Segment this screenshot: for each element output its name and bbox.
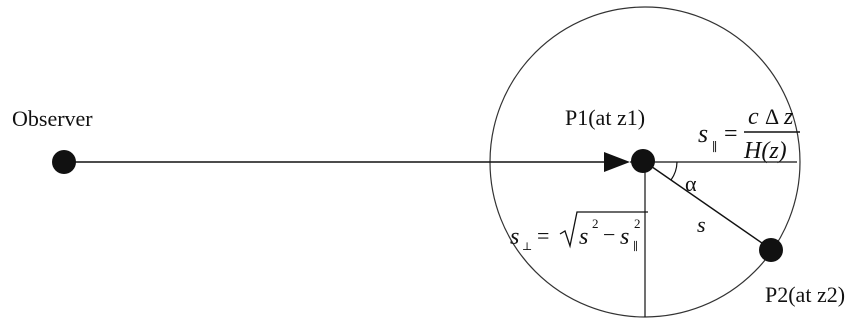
svg-text:2: 2 xyxy=(634,216,641,231)
svg-text:2: 2 xyxy=(592,216,599,231)
s-label: s xyxy=(697,212,706,237)
alpha-angle-arc xyxy=(670,161,678,181)
svg-text:c: c xyxy=(748,104,759,130)
svg-text:∥: ∥ xyxy=(712,140,718,154)
p1-node xyxy=(631,149,655,173)
svg-text:⊥: ⊥ xyxy=(522,241,532,253)
svg-text:s: s xyxy=(620,224,629,250)
svg-text:=: = xyxy=(724,121,738,147)
s-parallel-equation: s ∥ = c Δ z H(z) xyxy=(698,104,800,164)
alpha-label: α xyxy=(685,171,697,196)
svg-text:z: z xyxy=(783,104,794,130)
svg-text:−: − xyxy=(603,222,615,247)
svg-text:s: s xyxy=(579,224,588,250)
line-of-sight-arrowhead xyxy=(604,152,630,172)
separation-line-s xyxy=(644,161,773,251)
svg-text:=: = xyxy=(537,223,549,248)
sqrt-radical xyxy=(559,211,648,249)
svg-text:Δ: Δ xyxy=(765,104,779,129)
p2-label: P2(at z2) xyxy=(765,282,845,307)
svg-text:s: s xyxy=(698,119,708,148)
observer-node xyxy=(52,150,76,174)
svg-text:∥: ∥ xyxy=(633,240,638,253)
svg-text:s: s xyxy=(510,224,519,250)
p2-node xyxy=(759,238,783,262)
p1-label: P1(at z1) xyxy=(565,105,645,130)
svg-text:H(z): H(z) xyxy=(743,138,787,164)
observer-label: Observer xyxy=(12,106,93,131)
s-perp-equation: s ⊥ = s 2 − s 2 ∥ xyxy=(510,211,648,253)
